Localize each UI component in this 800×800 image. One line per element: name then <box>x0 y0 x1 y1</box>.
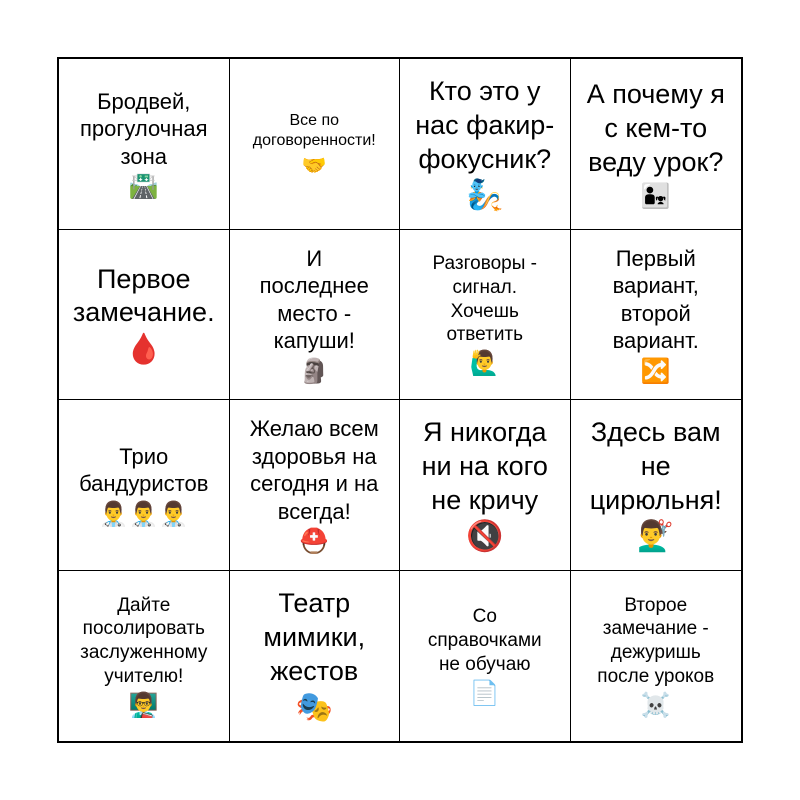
three-men-icon: 👨‍⚕️👨‍⚕️👨‍⚕️ <box>98 499 189 528</box>
cell-text: Трио бандуристов <box>79 443 209 497</box>
man-raising-hand-icon: 🙋‍♂️ <box>469 349 500 378</box>
motorway-icon: 🛣️ <box>128 172 159 201</box>
cell-text: Дайте посолировать заслуженному учителю! <box>80 594 208 687</box>
muted-speaker-icon: 🔇 <box>466 519 504 555</box>
bingo-cell-2[interactable]: Все по договоренности! 🤝 <box>229 59 400 230</box>
bingo-cell-9[interactable]: Трио бандуристов 👨‍⚕️👨‍⚕️👨‍⚕️ <box>59 400 230 571</box>
bingo-cell-11[interactable]: Я никогда ни на кого не кричу 🔇 <box>400 400 571 571</box>
man-teacher-icon: 👨‍🏫 <box>128 690 159 719</box>
performing-arts-icon: 🎭 <box>295 690 333 726</box>
cell-text: Кто это у нас факир- фокусник? <box>415 76 555 174</box>
cell-text: Здесь вам не цирюльня! <box>589 417 722 515</box>
moai-icon: 🗿 <box>299 356 330 385</box>
bingo-cell-1[interactable]: Бродвей, прогулочная зона 🛣️ <box>59 59 230 230</box>
bingo-cell-6[interactable]: И последнее место - капуши! 🗿 <box>229 229 400 400</box>
cell-text: И последнее место - капуши! <box>259 245 369 354</box>
man-with-child-icon: 👨‍👧 <box>640 181 671 210</box>
bingo-cell-8[interactable]: Первый вариант, второй вариант. 🔀 <box>570 230 741 400</box>
bingo-cell-16[interactable]: Второе замечание - дежуришь после уроков… <box>571 571 742 742</box>
genie-icon: 🧞 <box>466 178 504 214</box>
bingo-board: Бродвей, прогулочная зона 🛣️ Все по дого… <box>57 57 743 743</box>
handshake-icon: 🤝 <box>301 153 327 178</box>
bingo-cell-7[interactable]: Разговоры - сигнал. Хочешь ответить 🙋‍♂️ <box>400 229 571 400</box>
man-getting-haircut-icon: 💇‍♂️ <box>637 519 675 555</box>
cell-text: Желаю всем здоровья на сегодня и на всег… <box>249 416 379 524</box>
bingo-cell-10[interactable]: Желаю всем здоровья на сегодня и на всег… <box>229 400 400 571</box>
cell-text: Театр мимики, жестов <box>263 588 366 686</box>
bingo-cell-12[interactable]: Здесь вам не цирюльня! 💇‍♂️ <box>570 400 741 571</box>
bingo-cell-14[interactable]: Театр мимики, жестов 🎭 <box>230 570 400 741</box>
rescue-helmet-icon: ⛑️ <box>299 527 330 556</box>
cell-text: Первый вариант, второй вариант. <box>612 245 699 354</box>
cell-text: Со справочками не обучаю <box>427 606 542 675</box>
drop-of-blood-icon: 🩸 <box>125 332 163 367</box>
bingo-cell-5[interactable]: Первое замечание. 🩸 <box>59 229 230 400</box>
cell-text: Я никогда ни на кого не кричу <box>421 417 548 515</box>
shuffle-icon: 🔀 <box>640 356 671 385</box>
bingo-cell-4[interactable]: А почему я с кем-то веду урок? 👨‍👧 <box>570 59 741 230</box>
bingo-cell-15[interactable]: Со справочками не обучаю 📄 <box>400 570 571 741</box>
cell-text: Второе замечание - дежуришь после уроков <box>597 594 715 687</box>
cell-text: А почему я с кем-то веду урок? <box>586 79 725 177</box>
cell-text: Бродвей, прогулочная зона <box>79 88 208 169</box>
bingo-cell-13[interactable]: Дайте посолировать заслуженному учителю!… <box>59 570 230 741</box>
cell-text: Все по договоренности! <box>252 112 376 150</box>
cell-text: Первое замечание. <box>72 263 215 328</box>
cell-text: Разговоры - сигнал. Хочешь ответить <box>432 253 537 346</box>
document-icon: 📄 <box>469 678 500 707</box>
bingo-cell-3[interactable]: Кто это у нас факир- фокусник? 🧞 <box>400 59 571 230</box>
skull-and-crossbones-icon: ☠️ <box>640 690 671 719</box>
